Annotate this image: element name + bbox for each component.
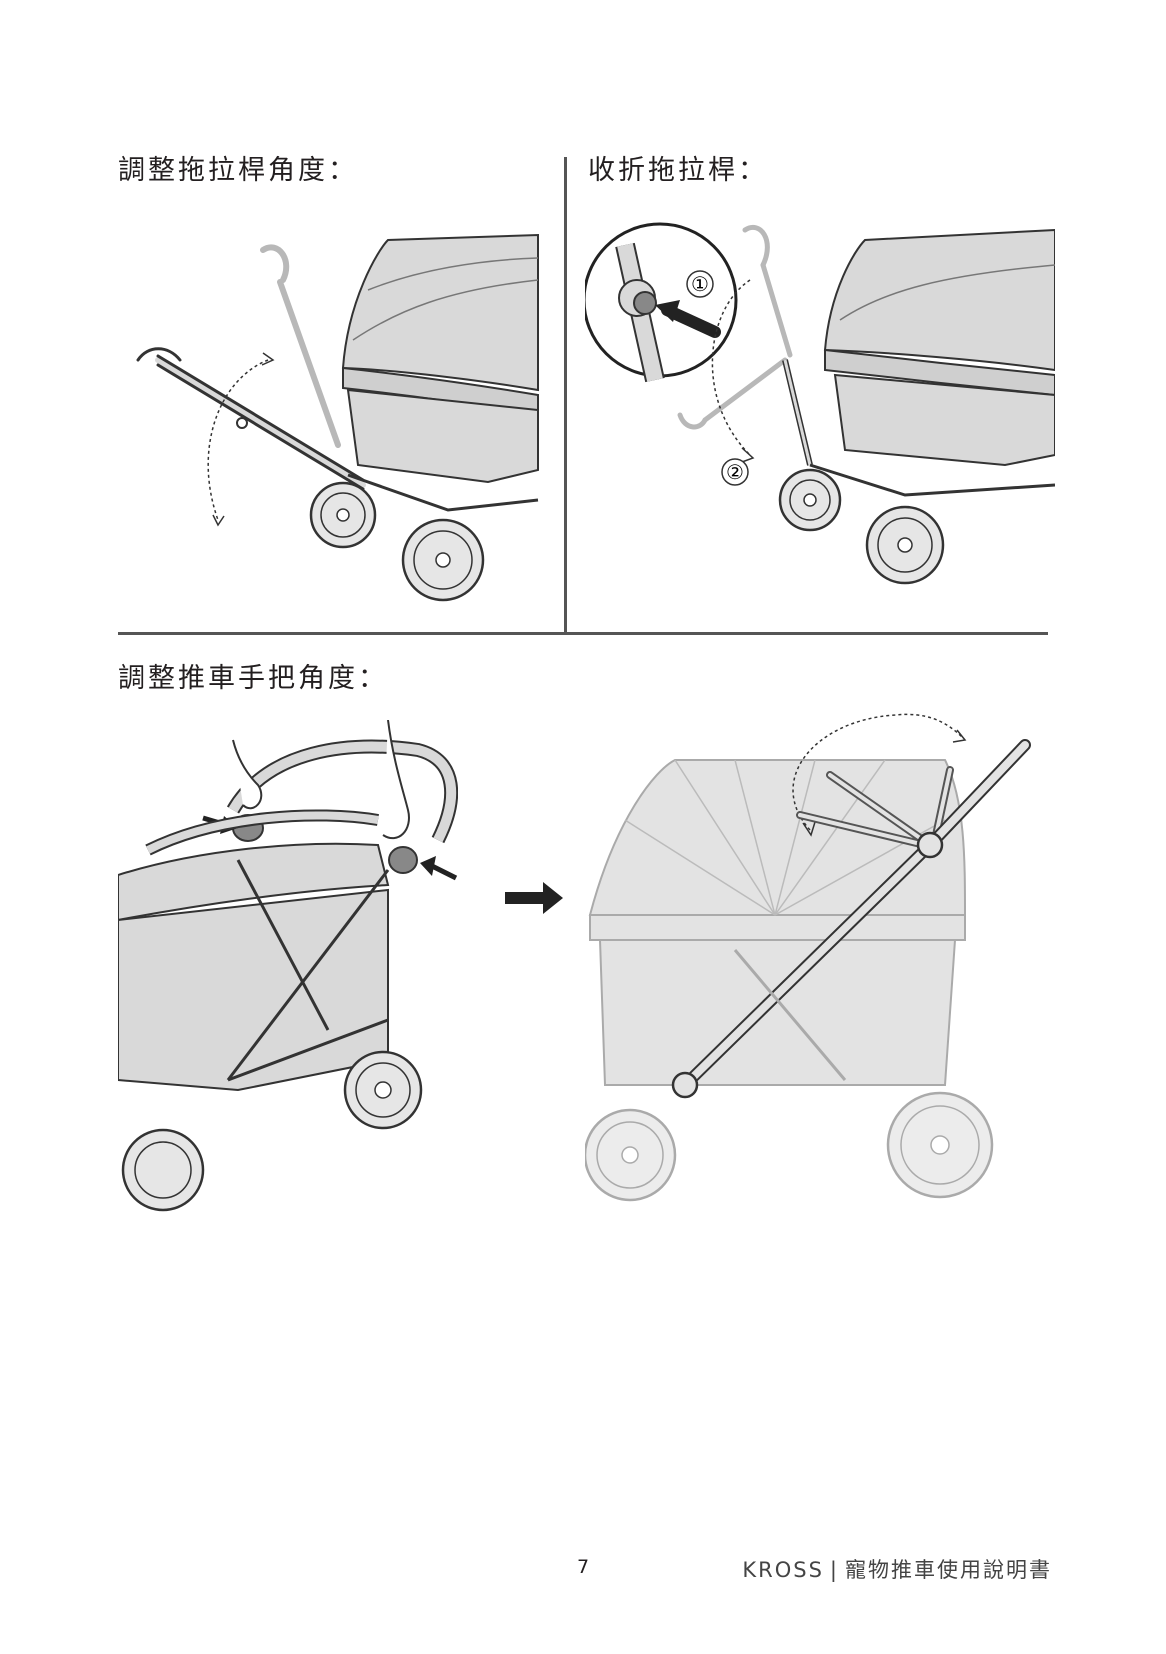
horizontal-divider	[118, 632, 1048, 635]
fold-tow-bar-illustration: ① ②	[585, 222, 1055, 585]
tow-bar-angle-illustration	[136, 233, 539, 602]
push-handle-press-buttons-illustration	[118, 720, 458, 1212]
push-handle-adjusted-illustration	[585, 713, 1031, 1202]
step-1-label: ①	[691, 272, 709, 296]
step-2-label: ②	[726, 460, 744, 484]
manual-title: 寵物推車使用說明書	[845, 1558, 1052, 1582]
next-step-arrow-icon	[505, 882, 563, 914]
footer-separator: |	[829, 1558, 839, 1582]
footer-brand-title: KROSS|寵物推車使用說明書	[742, 1554, 1052, 1584]
heading-fold-tow-bar: 收折拖拉桿：	[588, 155, 768, 186]
vertical-divider	[564, 157, 567, 634]
page-number: 7	[577, 1556, 590, 1578]
heading-push-handle-angle: 調整推車手把角度：	[118, 663, 388, 694]
heading-tow-bar-angle: 調整拖拉桿角度：	[118, 155, 358, 186]
brand-name: KROSS	[742, 1558, 824, 1582]
